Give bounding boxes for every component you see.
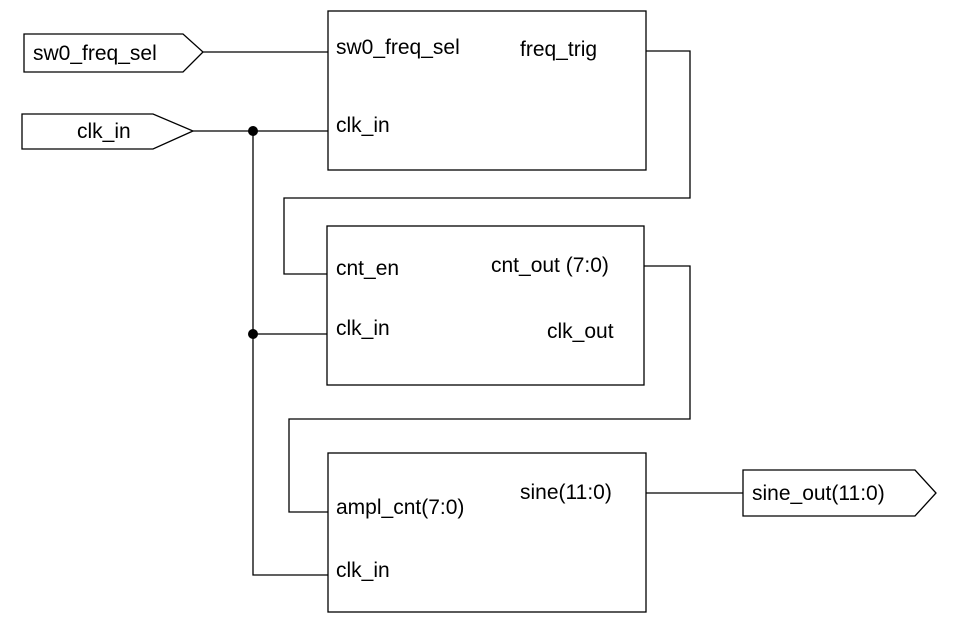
output-port-sine-out: sine_out(11:0) bbox=[742, 469, 937, 517]
input-port-sw0-freq-sel-label: sw0_freq_sel bbox=[33, 42, 157, 65]
output-port-sine-out-label: sine_out(11:0) bbox=[752, 482, 885, 505]
block-sine-lut: ampl_cnt(7:0) sine(11:0) clk_in bbox=[327, 452, 647, 613]
block-freq-select: sw0_freq_sel freq_trig clk_in bbox=[327, 10, 647, 171]
pin-label-clk-out: clk_out bbox=[547, 320, 614, 343]
pin-label-clk-in: clk_in bbox=[336, 317, 390, 340]
input-port-clk-in-label: clk_in bbox=[77, 120, 131, 143]
pin-label-sine: sine(11:0) bbox=[520, 481, 612, 504]
junction-dot-top bbox=[248, 126, 258, 136]
block-counter: cnt_en cnt_out (7:0) clk_in clk_out bbox=[326, 225, 645, 386]
input-port-sw0-freq-sel: sw0_freq_sel bbox=[23, 33, 204, 73]
junction-dot-middle bbox=[248, 329, 258, 339]
wire-cnt-out-to-ampl-cnt bbox=[288, 265, 691, 513]
pin-label-sw0-freq-sel: sw0_freq_sel bbox=[336, 36, 460, 59]
wire-freq-trig-to-cnt-en bbox=[283, 50, 691, 275]
pin-label-freq-trig: freq_trig bbox=[520, 38, 597, 61]
pin-label-ampl-cnt: ampl_cnt(7:0) bbox=[336, 496, 464, 519]
input-port-clk-in: clk_in bbox=[21, 113, 195, 150]
wire-clk-bus bbox=[252, 131, 328, 576]
pin-label-cnt-en: cnt_en bbox=[336, 257, 399, 280]
wires bbox=[193, 50, 743, 576]
pin-label-clk-in: clk_in bbox=[336, 559, 390, 582]
pin-label-cnt-out: cnt_out (7:0) bbox=[491, 254, 609, 277]
pin-label-clk-in: clk_in bbox=[336, 114, 390, 137]
